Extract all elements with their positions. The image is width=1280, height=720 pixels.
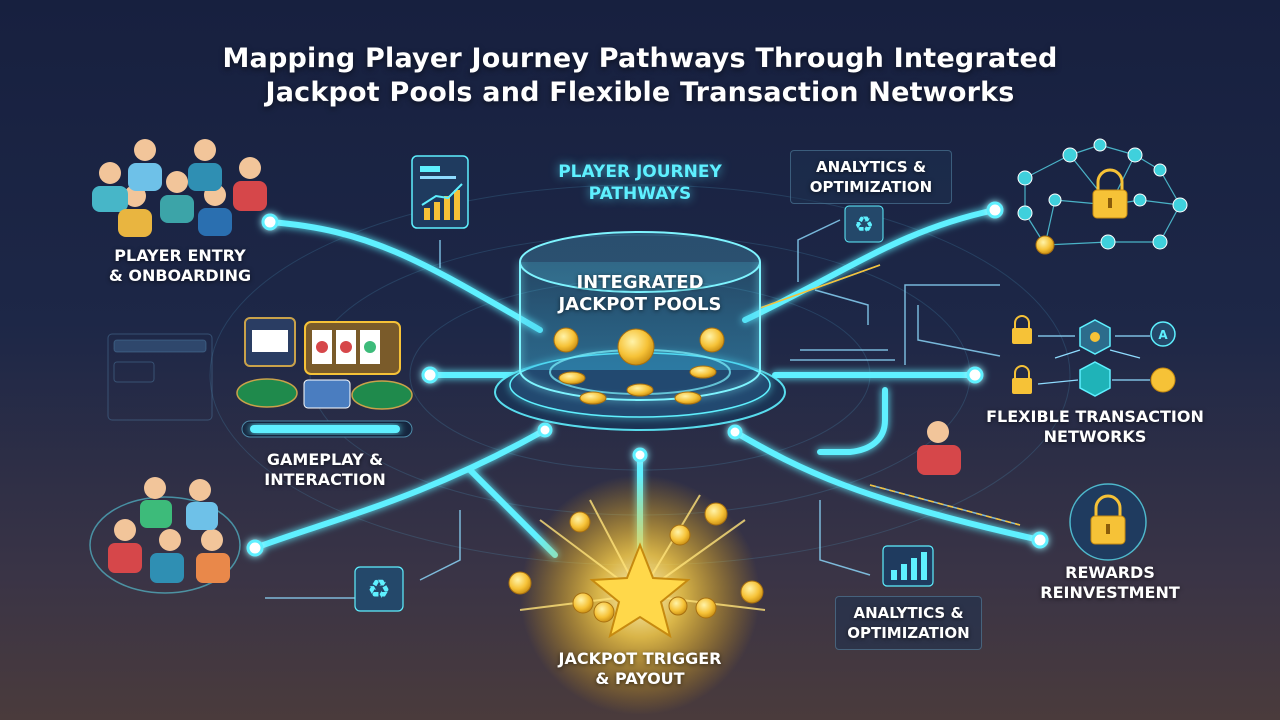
page-title: Mapping Player Journey Pathways Through … xyxy=(0,42,1280,110)
transaction-network-graph xyxy=(1017,138,1188,255)
path-network-top xyxy=(742,207,998,323)
path-community xyxy=(252,427,548,551)
title-line-2: Jackpot Pools and Flexible Transaction N… xyxy=(265,77,1015,108)
analytics-bars-icon xyxy=(882,545,934,587)
svg-text:♻: ♻ xyxy=(854,213,874,238)
hub-center-label: INTEGRATED JACKPOT POOLS xyxy=(558,272,722,315)
label-jackpot-trigger: JACKPOT TRIGGER & PAYOUT xyxy=(558,649,722,688)
star-icon xyxy=(589,542,691,639)
label-analytics-top: ANALYTICS & OPTIMIZATION xyxy=(790,150,952,204)
path-jackpot-right xyxy=(732,429,1043,543)
path-entry xyxy=(267,219,543,333)
jackpot-hub xyxy=(494,231,786,431)
progress-bar xyxy=(241,420,413,438)
thin-connectors xyxy=(265,219,1021,599)
label-gameplay: GAMEPLAY & INTERACTION xyxy=(264,450,386,489)
coins-in-pool xyxy=(553,327,725,405)
lock-icon xyxy=(1092,168,1128,219)
rewards-lock-icon xyxy=(1069,483,1147,561)
jackpot-star-burst xyxy=(508,475,766,715)
player-group-icon xyxy=(92,139,267,237)
hub-top-label: PLAYER JOURNEY PATHWAYS xyxy=(558,162,722,204)
label-rewards: REWARDS REINVESTMENT xyxy=(1040,563,1180,602)
slot-machine-icon xyxy=(244,317,401,375)
label-player-entry: PLAYER ENTRY & ONBOARDING xyxy=(108,246,252,285)
dashboard-panel xyxy=(107,333,213,421)
community-players-icon xyxy=(89,477,241,594)
path-right-down xyxy=(817,387,888,455)
glow-pathways xyxy=(252,207,1043,558)
flying-coins xyxy=(508,502,764,623)
gold-connectors xyxy=(759,264,1021,526)
glow-pathway-nodes xyxy=(246,201,1049,557)
label-analytics-bottom: ANALYTICS & OPTIMIZATION xyxy=(835,596,982,650)
analytics-chart-icon xyxy=(411,155,469,229)
card-table-icons xyxy=(236,378,413,410)
lock-icon xyxy=(1012,365,1032,394)
home-shield-icon xyxy=(1079,361,1111,397)
recycle-icon: ♻ xyxy=(844,205,884,243)
person-icon xyxy=(917,421,961,475)
recycle-icon: ♻ xyxy=(354,566,404,612)
svg-text:♻: ♻ xyxy=(367,575,390,605)
svg-text:A: A xyxy=(1158,328,1168,342)
title-line-1: Mapping Player Journey Pathways Through … xyxy=(222,43,1058,74)
lock-icon xyxy=(1012,315,1032,344)
transaction-flow-icons: A xyxy=(1012,315,1176,397)
label-transaction-networks: FLEXIBLE TRANSACTION NETWORKS xyxy=(986,407,1204,446)
